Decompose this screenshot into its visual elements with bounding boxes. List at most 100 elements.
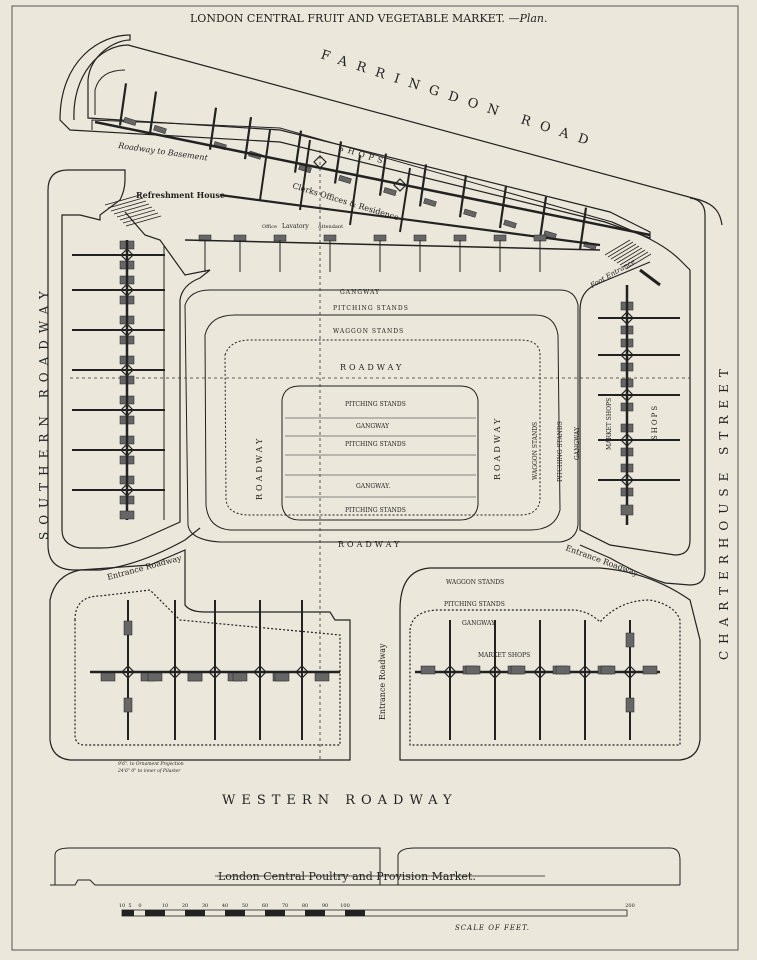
refreshment-house-label: Refreshment House <box>136 190 225 200</box>
wall-line <box>378 153 388 196</box>
clerks-offices-label: Clerks Offices & Residence <box>291 181 400 222</box>
wall-line <box>418 164 428 207</box>
wall-line <box>293 130 303 173</box>
waggon-stands-br: WAGGON STANDS <box>446 579 504 586</box>
stall <box>543 230 557 240</box>
center-pitching-1: PITCHING STANDS <box>345 401 406 408</box>
column-diamond <box>208 665 222 679</box>
stall <box>153 125 167 134</box>
wall-line <box>610 243 637 260</box>
note-line-2: 24'6" 0" to inner of Pilaster <box>117 768 181 774</box>
stall <box>123 620 133 636</box>
roadway-bottom-label: ROADWAY <box>338 540 402 549</box>
column-diamond <box>120 283 134 297</box>
scale-caption: SCALE OF FEET. <box>455 924 530 932</box>
outline-sw-block <box>49 549 351 761</box>
center-gangway-2: GANGWAY. <box>356 483 390 490</box>
column-diamond <box>120 323 134 337</box>
wall-line <box>122 212 159 224</box>
column-diamond <box>578 665 592 679</box>
column-diamond <box>533 665 547 679</box>
farringdon-road-label: FARRINGDON ROAD <box>319 48 600 152</box>
entrance-roadway-right: Entrance Roadway <box>564 543 639 578</box>
wall-line <box>498 185 508 229</box>
scale-bar <box>121 909 628 917</box>
scale-tick-label: 200 <box>625 903 635 909</box>
attendant-label: Attendant <box>317 224 343 230</box>
column-diamond <box>620 348 634 362</box>
scale-tick-label: 80 <box>302 903 308 909</box>
wall-line <box>616 247 643 264</box>
column-diamond <box>393 178 407 192</box>
stall <box>625 632 635 648</box>
roadway-left-label: ROADWAY <box>255 436 264 500</box>
column-diamond <box>295 665 309 679</box>
poultry-market-outline <box>50 847 681 886</box>
scale-tick-label: 5 <box>128 903 131 909</box>
shops-label-north: SHOPS <box>337 143 387 166</box>
column-diamond <box>120 403 134 417</box>
wall-line <box>639 268 661 287</box>
office-label: Office <box>262 224 277 230</box>
shop-stalls <box>72 83 680 740</box>
page-border <box>11 5 739 951</box>
wall-line <box>208 107 218 150</box>
column-diamond <box>623 665 637 679</box>
waggon-stands-right: WAGGON STANDS <box>532 422 539 480</box>
wall-line <box>116 206 153 218</box>
wall-line <box>125 215 162 227</box>
stall <box>232 672 248 682</box>
column-diamond <box>620 473 634 487</box>
southern-roadway-label: SOUTHERN ROADWAY <box>37 284 51 540</box>
lavatory-label: Lavatory <box>282 223 309 230</box>
wall-line <box>625 253 652 270</box>
charterhouse-street-label: CHARTERHOUSE STREET <box>717 362 731 660</box>
stall <box>600 665 616 675</box>
stall <box>338 174 352 184</box>
stall <box>503 219 517 229</box>
entrance-roadway-center: Entrance Roadway <box>378 643 387 720</box>
wall-line <box>184 239 601 251</box>
wall-line <box>118 83 128 126</box>
scale-tick-label: 50 <box>242 903 248 909</box>
stall <box>620 504 634 516</box>
gangway-top-label: GANGWAY <box>340 289 380 296</box>
scale-tick-label: 0 <box>138 903 141 909</box>
center-pitching-2: PITCHING STANDS <box>345 441 406 448</box>
scale-tick-label: 60 <box>262 903 268 909</box>
gangway-br: GANGWAY <box>462 620 496 627</box>
roadway-right-label: ROADWAY <box>493 416 502 480</box>
western-roadway-label: WESTERN ROADWAY <box>222 793 458 808</box>
column-diamond <box>620 311 634 325</box>
central-loops <box>184 289 579 543</box>
wall-line <box>604 239 631 256</box>
wall-line <box>104 194 141 206</box>
column-diamond <box>120 443 134 457</box>
outline-se-block <box>399 567 701 761</box>
wall-line <box>107 197 144 209</box>
scale-tick-label: 30 <box>202 903 208 909</box>
stall <box>274 672 290 682</box>
wall-line <box>622 251 649 268</box>
wall-line <box>333 141 343 184</box>
column-diamond <box>121 665 135 679</box>
stall <box>383 187 397 197</box>
outline-west-block <box>47 169 211 571</box>
wall-line <box>399 167 411 233</box>
stall <box>100 672 116 682</box>
scale-tick-label: 70 <box>282 903 288 909</box>
stall <box>463 208 477 218</box>
note-line-1: 9'6". to Ornament Projection <box>118 761 184 767</box>
stall <box>420 665 436 675</box>
wall-line <box>349 154 361 226</box>
wall-line <box>538 196 548 239</box>
gangway-right: GANGWAY <box>574 426 581 460</box>
scale-tick-label: 90 <box>322 903 328 909</box>
waggon-stands-top-label: WAGGON STANDS <box>333 328 404 335</box>
column-diamond <box>120 363 134 377</box>
wall-line <box>113 203 150 215</box>
stall <box>314 672 330 682</box>
stall <box>555 665 571 675</box>
wall-line <box>148 91 158 134</box>
